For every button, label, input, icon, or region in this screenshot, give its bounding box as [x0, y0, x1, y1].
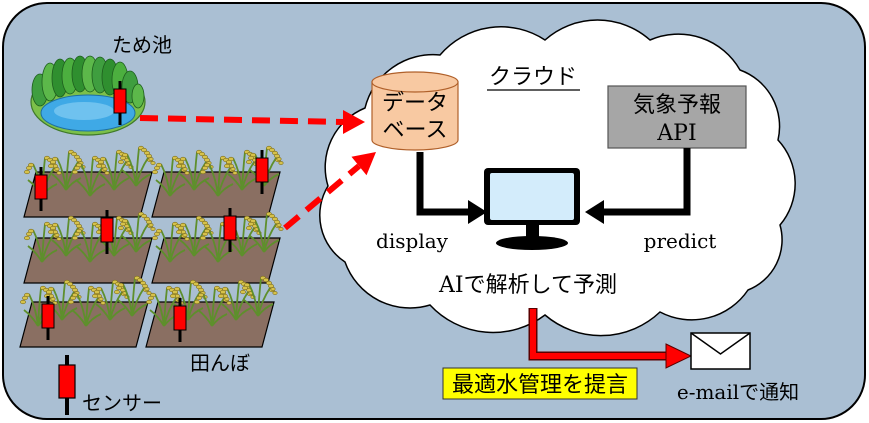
pond-to-database-arrow [139, 110, 365, 134]
weather-api-label-line1: 気象予報 [633, 93, 721, 118]
sensor-legend-icon [58, 355, 76, 415]
database-to-monitor-arrow [416, 152, 487, 224]
ai-analysis-label: AIで解析して予測 [438, 273, 617, 298]
database-label-line2: ベース [383, 118, 448, 143]
paddy-label: 田んぼ [190, 351, 250, 375]
monitor-icon [484, 168, 580, 250]
weather-api-label-line2: API [656, 121, 696, 146]
recommendation-box [442, 367, 638, 400]
cloud-label: クラウド [489, 65, 577, 90]
paddy-to-database-arrow [283, 152, 376, 231]
email-notice-label: e-mailで通知 [677, 380, 799, 404]
database-label-line1: データ [382, 91, 448, 116]
sensor-legend-label: センサー [82, 391, 162, 415]
api-to-monitor-arrow [585, 148, 691, 224]
database-cylinder-icon [371, 71, 459, 151]
pond-label: ため池 [112, 33, 172, 57]
recommendation-label: 最適水管理を提言 [452, 373, 628, 398]
display-label: display [376, 229, 449, 253]
predict-label: predict [644, 229, 717, 253]
notification-arrow [528, 308, 693, 369]
envelope-icon [690, 332, 751, 370]
weather-api-box [607, 85, 747, 149]
